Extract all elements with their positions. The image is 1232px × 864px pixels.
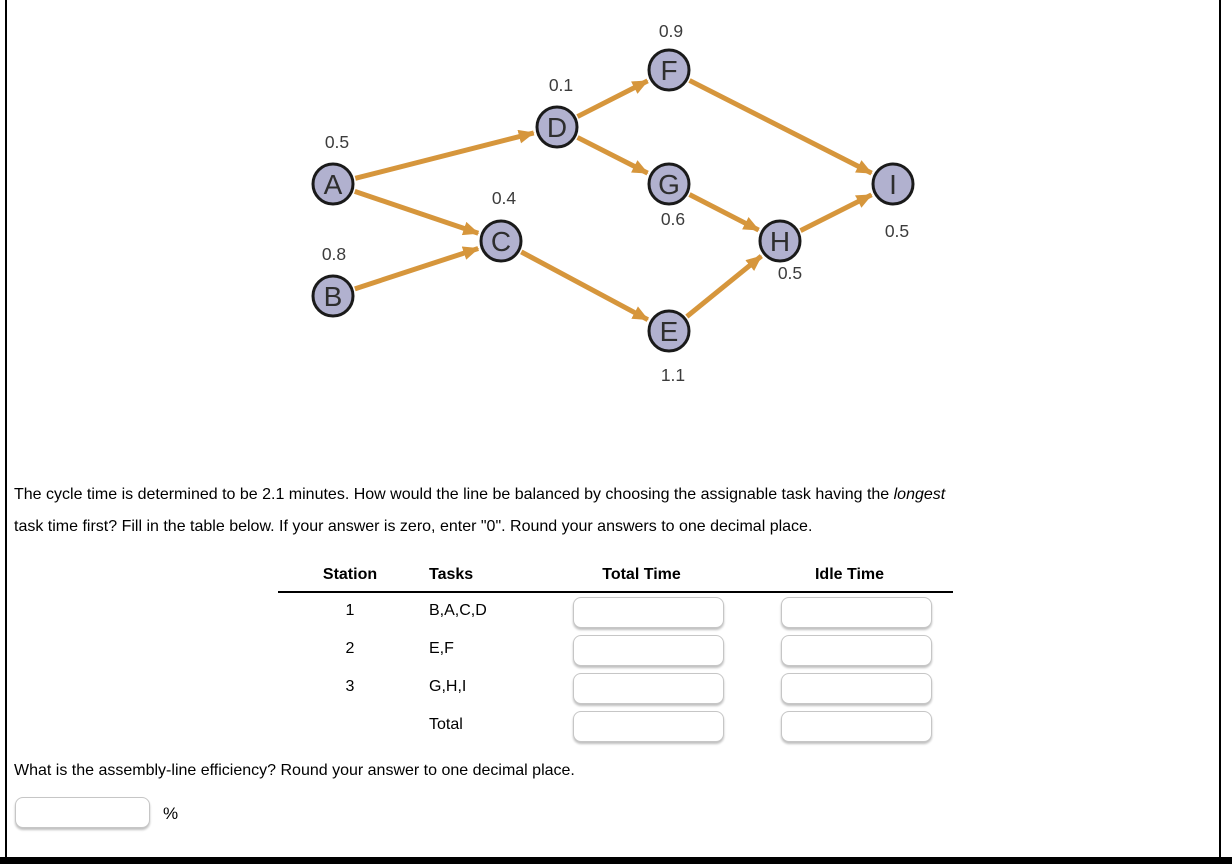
task-time-label-G: 0.6 — [661, 209, 685, 229]
node-letter-B: B — [324, 281, 343, 312]
node-letter-C: C — [491, 226, 511, 257]
station-cell-row1: 1 — [345, 602, 355, 619]
task-time-label-C: 0.4 — [492, 188, 517, 208]
station-cell-row2: 2 — [345, 640, 355, 657]
edge-D-G — [576, 135, 649, 176]
idle-time-input-total-row[interactable] — [781, 711, 932, 742]
task-time-label-H: 0.5 — [778, 263, 802, 283]
task-time-label-A: 0.5 — [325, 132, 349, 152]
node-letter-E: E — [660, 316, 679, 347]
total-time-input-total-row[interactable] — [573, 711, 724, 742]
edge-G-H — [688, 192, 760, 233]
column-header-tasks: Tasks — [429, 566, 474, 583]
node-letter-I: I — [889, 169, 897, 200]
column-header-station: Station — [322, 566, 378, 583]
question-line1: The cycle time is determined to be 2.1 m… — [14, 486, 894, 503]
tasks-cell-total-row: Total — [429, 716, 463, 733]
total-time-input-row3[interactable] — [573, 673, 724, 704]
table-header-rule — [278, 591, 953, 593]
node-letter-A: A — [324, 169, 343, 200]
node-I — [871, 162, 915, 206]
column-header-idle-time: Idle Time — [814, 566, 885, 583]
edge-A-D — [354, 129, 535, 181]
task-time-label-B: 0.8 — [322, 244, 346, 264]
node-letter-D: D — [547, 112, 567, 143]
node-F — [647, 48, 691, 92]
edge-C-E — [520, 249, 650, 322]
tasks-cell-row2: E,F — [429, 640, 454, 657]
edge-B-C — [354, 246, 480, 292]
node-letter-G: G — [658, 169, 680, 200]
efficiency-question-text: What is the assembly-line efficiency? Ro… — [14, 762, 575, 779]
node-C — [479, 219, 523, 263]
edge-E-H — [685, 254, 763, 319]
task-time-label-D: 0.1 — [549, 75, 573, 95]
node-letter-F: F — [660, 55, 677, 86]
tasks-cell-row3: G,H,I — [429, 678, 467, 695]
edge-F-I — [688, 78, 873, 176]
idle-time-input-row1[interactable] — [781, 597, 932, 628]
column-header-total-time: Total Time — [602, 566, 681, 583]
idle-time-input-row2[interactable] — [781, 635, 932, 666]
station-cell-row3: 3 — [345, 678, 355, 695]
task-time-label-I: 0.5 — [885, 221, 909, 241]
node-A — [311, 162, 355, 206]
node-D — [535, 105, 579, 149]
node-G — [647, 162, 691, 206]
question-text: The cycle time is determined to be 2.1 m… — [14, 479, 1220, 543]
edge-D-F — [576, 78, 649, 119]
page-border-right — [1219, 0, 1221, 858]
node-letter-H: H — [770, 226, 790, 257]
edge-H-I — [799, 192, 873, 233]
node-B — [311, 274, 355, 318]
task-time-label-E: 1.1 — [661, 365, 685, 385]
idle-time-input-row3[interactable] — [781, 673, 932, 704]
page-border-bottom — [0, 857, 1232, 864]
page-border-left — [5, 0, 7, 858]
percent-label: % — [163, 804, 179, 823]
total-time-input-row1[interactable] — [573, 597, 724, 628]
question-line2: task time first? Fill in the table below… — [14, 518, 813, 535]
question-italic-word: longest — [893, 486, 946, 503]
node-E — [647, 309, 691, 353]
edge-A-C — [353, 189, 480, 236]
node-H — [758, 219, 802, 263]
total-time-input-row2[interactable] — [573, 635, 724, 666]
task-time-label-F: 0.9 — [659, 21, 683, 41]
tasks-cell-row1: B,A,C,D — [429, 602, 487, 619]
efficiency-input[interactable] — [15, 797, 150, 828]
